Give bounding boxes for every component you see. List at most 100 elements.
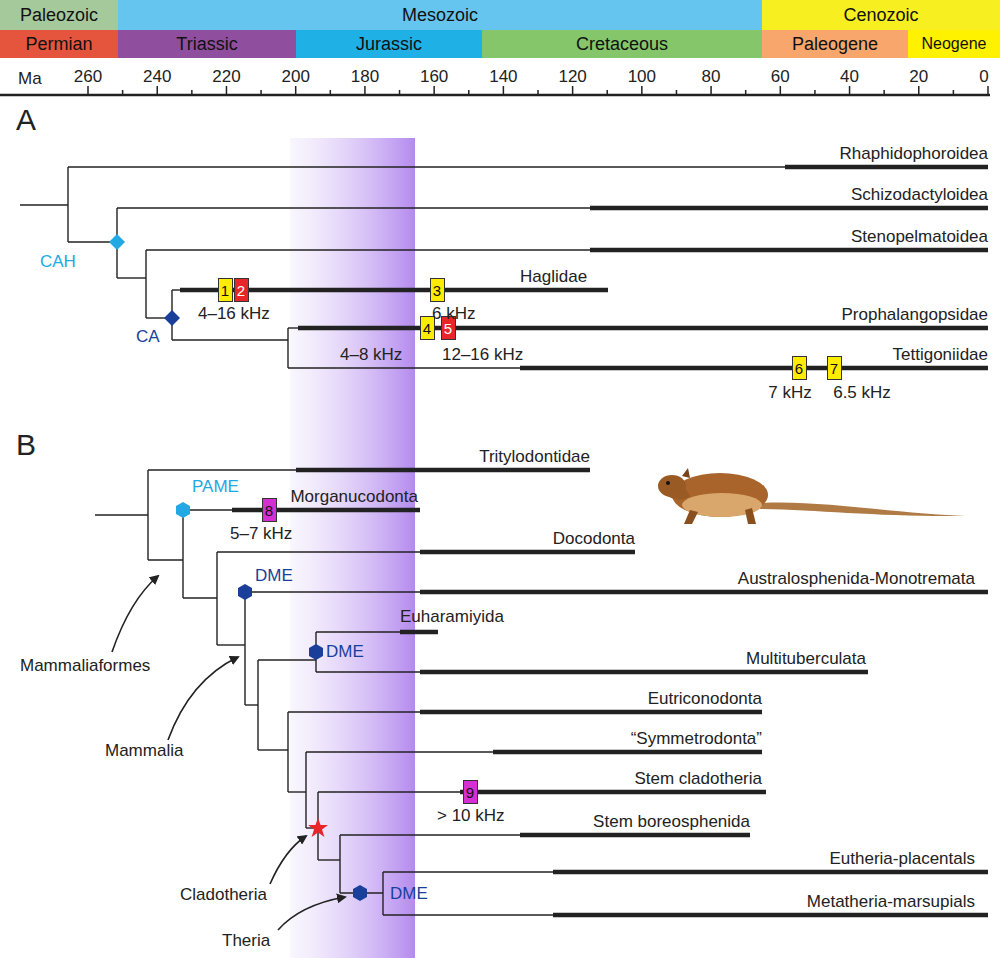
node-label: DME — [326, 643, 364, 660]
fossil-range-bar — [785, 165, 988, 170]
marker-shape — [309, 644, 323, 660]
tree-branch — [287, 712, 288, 792]
frequency-label: > 10 kHz — [437, 807, 505, 824]
tree-branch — [318, 859, 340, 860]
tree-branch — [316, 631, 400, 632]
callout-number: 2 — [234, 278, 249, 302]
axis-tick — [537, 90, 539, 95]
axis-tick-label: 100 — [628, 68, 656, 85]
diamond-symbol — [163, 309, 181, 327]
tree-branch — [288, 367, 520, 368]
tree-branch — [258, 749, 288, 750]
node-label: DME — [255, 567, 293, 584]
marker-shape — [176, 502, 190, 518]
time-axis — [0, 94, 990, 97]
era-band: Cenozoic — [762, 0, 1000, 30]
tree-branch — [216, 552, 217, 645]
axis-tick — [503, 86, 505, 95]
leader-arrow — [278, 897, 345, 930]
node-hexagon: DME — [307, 643, 325, 661]
callout-number: 8 — [262, 498, 277, 522]
taxon-name: Eutriconodonta — [648, 690, 762, 707]
axis-tick — [87, 86, 89, 95]
tree-branch — [20, 204, 68, 205]
axis-tick-label: 240 — [143, 68, 171, 85]
fossil-range-bar — [493, 750, 762, 755]
tree-branch — [258, 659, 316, 660]
axis-tick-label: 60 — [771, 68, 790, 85]
axis-tick — [953, 90, 955, 95]
taxon-name: Rhaphidophoroidea — [840, 145, 988, 162]
fossil-range-bar — [520, 833, 750, 838]
period-band: Cretaceous — [482, 30, 762, 58]
frequency-label: 6 kHz — [432, 305, 475, 322]
axis-tick — [364, 86, 366, 95]
callout-text: 3 — [433, 282, 441, 299]
fossil-range-bar — [400, 630, 438, 635]
diamond-symbol — [108, 233, 126, 251]
axis-tick — [260, 90, 262, 95]
tree-branch — [172, 289, 180, 290]
axis-tick — [883, 90, 885, 95]
axis-tick-label: 260 — [74, 68, 102, 85]
period-band: Permian — [0, 30, 118, 58]
mammal-illustration — [658, 468, 965, 524]
tree-branch — [245, 704, 258, 705]
period-name: Paleogene — [792, 34, 878, 55]
axis-tick-label: 160 — [420, 68, 448, 85]
leader-arrow — [270, 836, 306, 884]
axis-tick — [918, 86, 920, 95]
axis-tick — [606, 90, 608, 95]
taxon-name: Tritylodontidae — [479, 448, 590, 465]
axis-tick — [780, 86, 782, 95]
tree-branch — [257, 660, 258, 750]
tree-branch — [148, 469, 296, 470]
mammal-head — [658, 475, 686, 497]
taxon-name: Australosphenida-Monotremata — [738, 570, 975, 587]
axis-tick — [710, 86, 712, 95]
frequency-label: 4–8 kHz — [340, 346, 402, 363]
axis-tick — [987, 86, 989, 95]
tree-branch — [287, 328, 288, 368]
fossil-range-bar — [590, 248, 988, 253]
period-name: Neogene — [922, 35, 987, 53]
fossil-range-bar — [460, 790, 766, 795]
axis-tick-label: 180 — [351, 68, 379, 85]
axis-tick — [433, 86, 435, 95]
axis-tick — [226, 86, 228, 95]
taxon-name: Prophalangopsidae — [841, 306, 988, 323]
tree-branch — [244, 592, 245, 705]
marker-shape — [353, 885, 367, 901]
period-name: Paleozoic — [20, 5, 98, 26]
fossil-range-bar — [590, 206, 988, 211]
node-hexagon: DME — [351, 884, 369, 902]
tree-lines — [0, 86, 990, 915]
taxon-name: “Symmetrodonta” — [631, 730, 762, 747]
period-name: Cretaceous — [576, 34, 668, 55]
callout-text: 5 — [444, 320, 452, 337]
tree-branch — [383, 914, 553, 915]
tree-branch — [305, 752, 306, 828]
taxon-name: Metatheria-marsupials — [807, 893, 975, 910]
leader-arrow — [112, 576, 158, 652]
tree-branch — [117, 277, 146, 278]
tree-branch — [383, 871, 553, 872]
era-band: Mesozoic — [118, 0, 762, 30]
axis-tick — [399, 90, 401, 95]
frequency-label: 4–16 kHz — [198, 305, 270, 322]
frequency-label: 7 kHz — [768, 384, 811, 401]
tree-branch — [95, 514, 148, 515]
node-hexagon: DME — [236, 583, 254, 601]
marker-shape — [109, 234, 125, 250]
callout-number: 6 — [792, 356, 807, 380]
axis-tick-label: 200 — [282, 68, 310, 85]
clade-callout: Mammalia — [105, 742, 183, 759]
fossil-range-bar — [553, 913, 988, 918]
period-name: Mesozoic — [402, 5, 478, 26]
frequency-label: 5–7 kHz — [230, 525, 292, 542]
callout-number: 3 — [430, 278, 445, 302]
tree-branch — [147, 470, 148, 560]
era-band: Paleozoic — [0, 0, 118, 30]
cladotheria-star — [308, 818, 328, 837]
axis-tick-label: 80 — [702, 68, 721, 85]
